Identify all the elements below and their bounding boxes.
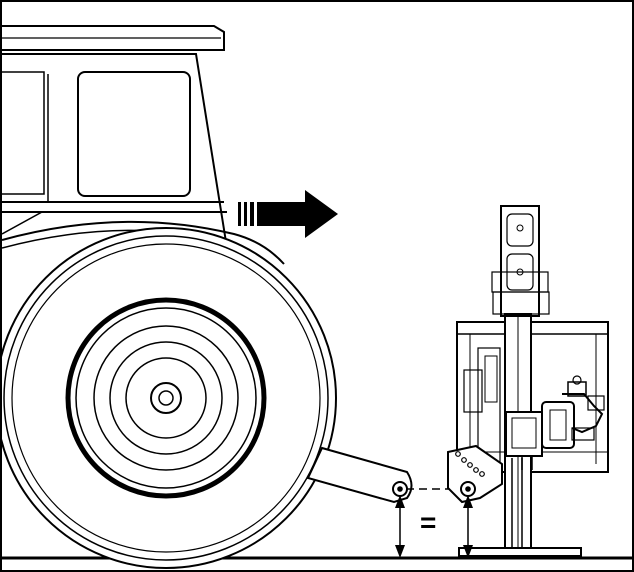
- tractor-cab: [2, 53, 227, 243]
- hydraulic-valve: [505, 375, 605, 470]
- rear-wheel: [2, 227, 337, 569]
- arrow-right-icon: [238, 190, 338, 238]
- cab-front-window: [2, 71, 45, 195]
- implement-hitch-height-arrow: [463, 495, 473, 558]
- cab-lower-body: [2, 211, 222, 235]
- implement-hitch-pin-icon: [460, 481, 476, 497]
- tractor-fender: [2, 220, 285, 265]
- stand-foot: [458, 458, 582, 557]
- tractor-hitch-height-arrow: [395, 495, 405, 558]
- equal-height-sign: =: [420, 507, 437, 538]
- lower-link-arm: [306, 446, 413, 504]
- cab-rear-window: [77, 71, 191, 197]
- pin-icon: [392, 481, 408, 497]
